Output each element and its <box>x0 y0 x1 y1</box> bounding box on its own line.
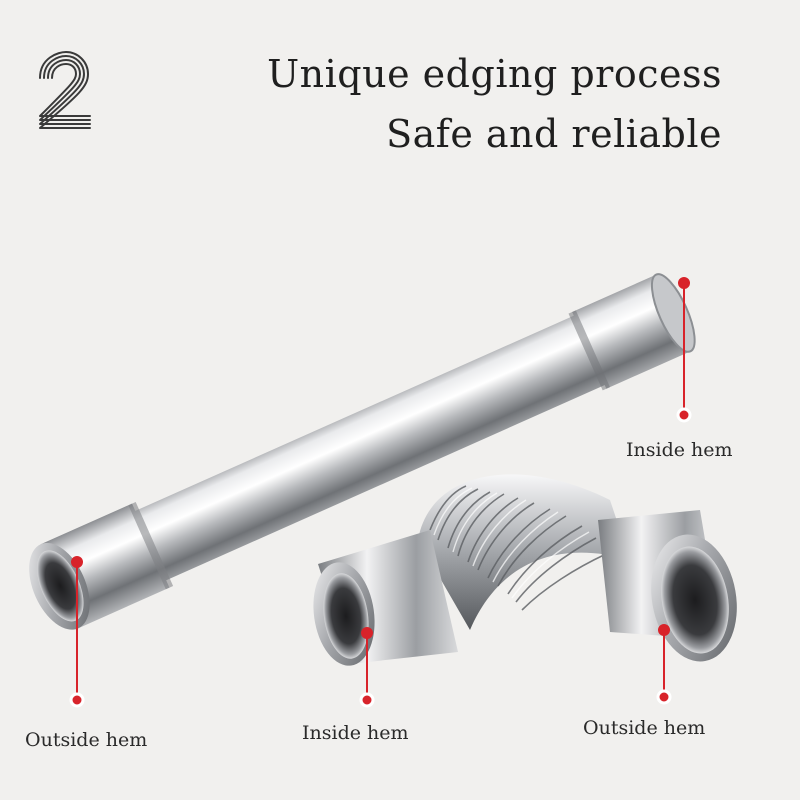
elbow-bellows <box>418 474 630 630</box>
pointer-outside-hem-2 <box>656 624 672 705</box>
headline-line-1: Unique edging process <box>267 52 722 96</box>
label-inside-hem-pipe: Inside hem <box>626 439 733 461</box>
pointer-inside-hem-1 <box>676 277 692 423</box>
elbow-left-cuff <box>313 530 458 666</box>
elbow-right-cuff <box>598 510 737 662</box>
step-number-2-graphic <box>39 51 91 129</box>
label-outside-hem-elbow: Outside hem <box>583 717 706 739</box>
label-outside-hem-pipe: Outside hem <box>25 729 148 751</box>
flexible-elbow <box>313 474 737 666</box>
pointer-outside-hem-1 <box>69 556 85 708</box>
headline-line-2: Safe and reliable <box>386 112 722 156</box>
callout-pointers <box>69 277 692 708</box>
pointer-inside-hem-2 <box>359 627 375 708</box>
label-inside-hem-elbow: Inside hem <box>302 722 409 744</box>
